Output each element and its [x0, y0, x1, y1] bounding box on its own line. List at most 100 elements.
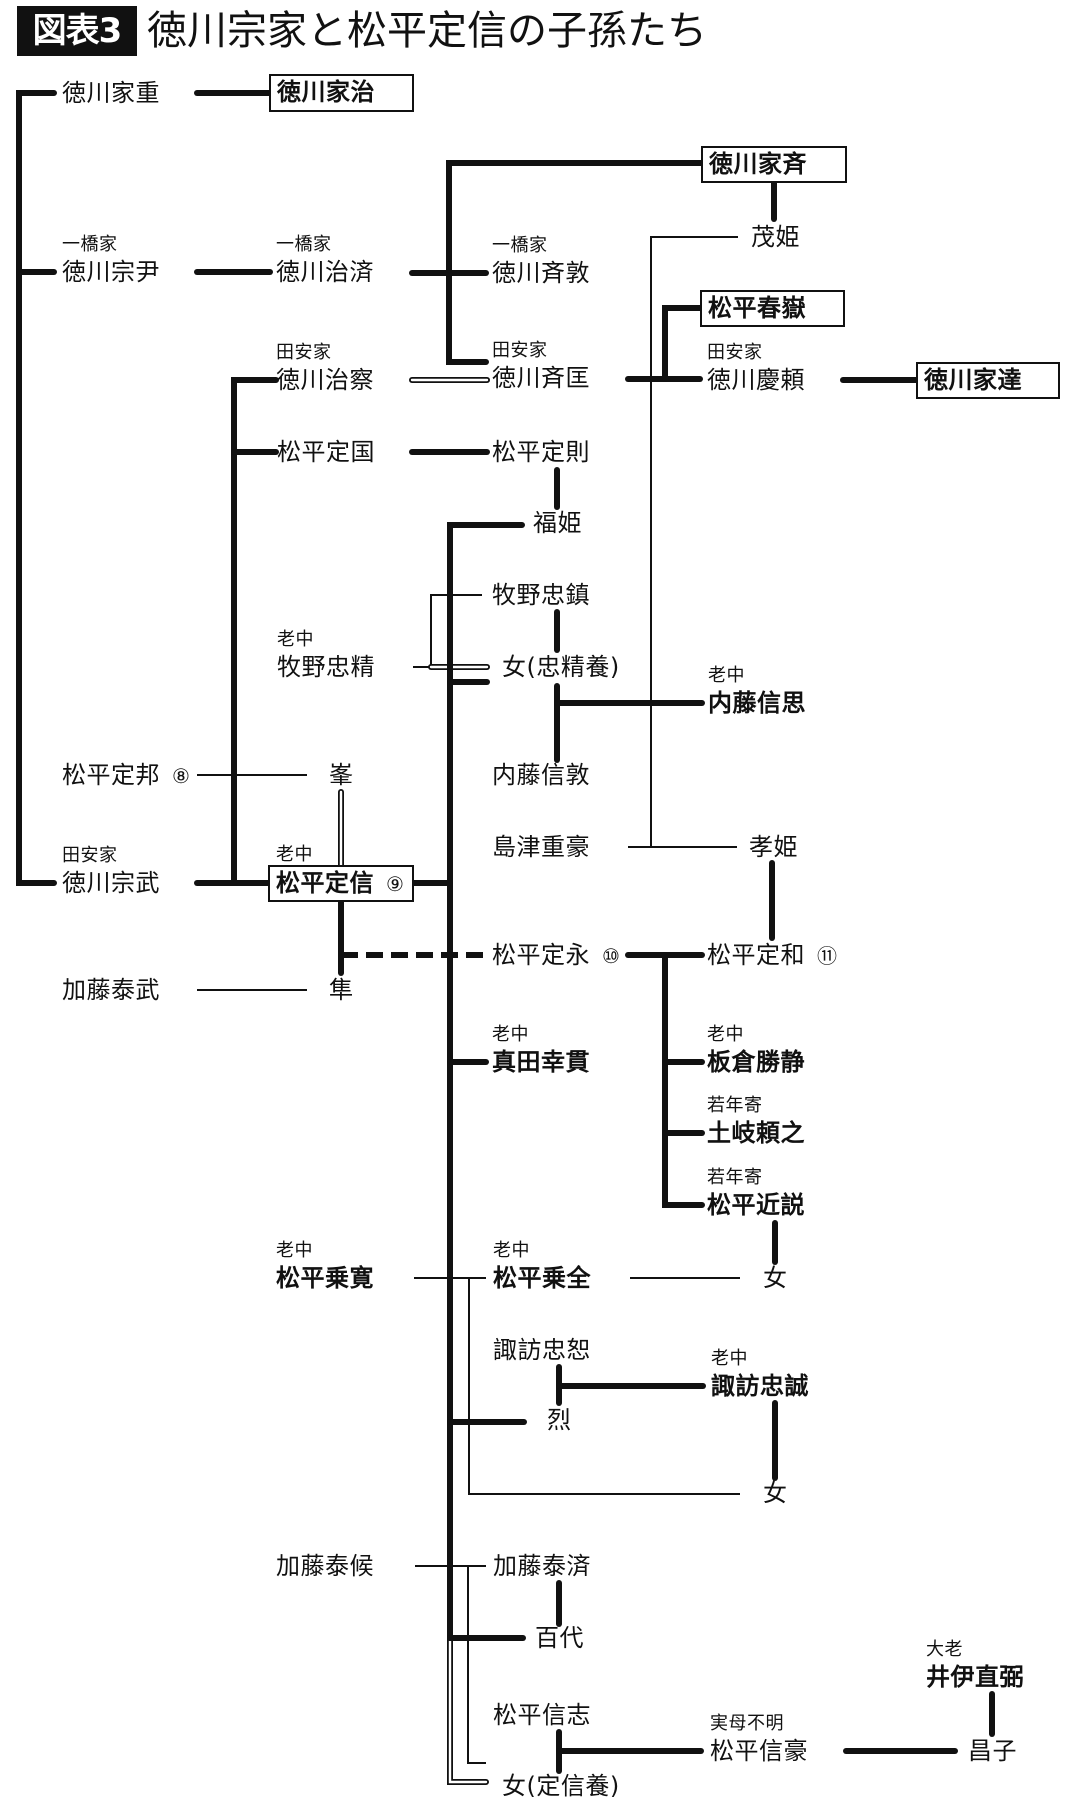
person-name-line: 松平定邦 ⑧ [62, 761, 190, 790]
person-tokugawa-harusada: 一橋家 徳川治済 [276, 235, 374, 287]
person-name: 徳川治察 [276, 366, 374, 394]
office-label: 老中 [707, 1024, 744, 1045]
office-label: 若年寄 [707, 1095, 763, 1116]
person-sanada-yukitsura: 老中 真田幸貫 [492, 1025, 590, 1077]
person-name: 隼 [329, 976, 354, 1004]
person-tokugawa-munetake: 田安家 徳川宗武 [62, 846, 160, 898]
succession-number: ⑧ [172, 764, 191, 788]
person-retsu: 烈 [547, 1406, 572, 1434]
thick-line-root-trunk [16, 90, 57, 886]
succession-number: ⑩ [602, 944, 621, 968]
person-onna-tadakiyo-adopted: 女(忠精養) [502, 653, 620, 681]
person-momoyo: 百代 [535, 1624, 584, 1652]
figure-number-badge: 図表3 [17, 6, 137, 56]
person-name: 加藤泰武 [62, 976, 160, 1004]
person-matsudaira-nobuyuki: 松平信志 [493, 1701, 591, 1729]
person-name: 峯 [329, 761, 354, 789]
person-naito-nobuatsu: 内藤信敦 [492, 761, 590, 789]
person-name-line: 松平定永 ⑩ [492, 941, 620, 970]
person-matsudaira-chikatoshi: 若年寄 松平近説 [707, 1168, 805, 1220]
person-kato-yasutada: 加藤泰済 [493, 1552, 591, 1580]
person-matsudaira-sadanori: 松平定則 [492, 438, 590, 466]
thick-line-munetake-children [231, 377, 279, 886]
person-name: 徳川家重 [62, 79, 160, 107]
person-mine: 峯 [329, 761, 354, 789]
succession-number: ⑨ [386, 872, 405, 896]
person-takahime: 孝姫 [749, 833, 798, 861]
person-tokugawa-narimasa: 田安家 徳川斉匡 [492, 341, 590, 393]
office-label: 大老 [926, 1639, 963, 1660]
note-label: 実母不明 [710, 1713, 784, 1734]
person-name: 松平春嶽 [708, 294, 806, 322]
thin-line-norihiro-onna [468, 1278, 740, 1495]
person-name: 女 [763, 1264, 788, 1292]
person-name: 諏訪忠誠 [711, 1372, 809, 1400]
person-name: 徳川家治 [277, 78, 375, 106]
person-name: 女(定信養) [502, 1772, 620, 1800]
office-label: 老中 [276, 1240, 313, 1261]
person-masako: 昌子 [968, 1737, 1017, 1765]
person-kato-yasutake: 加藤泰武 [62, 976, 160, 1004]
person-suwa-tadamichi: 諏訪忠恕 [493, 1336, 591, 1364]
person-tokugawa-nariatsu: 一橋家 徳川斉敦 [492, 236, 590, 288]
person-name: 百代 [535, 1624, 584, 1652]
person-name: 松平定邦 [62, 761, 160, 789]
person-onna-chikatoshi-daughter: 女 [763, 1264, 788, 1292]
person-name: 松平定則 [492, 438, 590, 466]
person-name: 徳川家斉 [709, 150, 807, 178]
person-name: 諏訪忠恕 [493, 1336, 591, 1364]
succession-number: ⑪ [817, 944, 838, 968]
person-name: 徳川家達 [924, 366, 1022, 394]
person-name: 加藤泰候 [276, 1552, 374, 1580]
person-hayabusa: 隼 [329, 976, 354, 1004]
person-name: 昌子 [968, 1737, 1017, 1765]
thin-line-tadakiyo-tadashige [430, 594, 482, 667]
person-name: 松平信志 [493, 1701, 591, 1729]
person-name: 女 [763, 1479, 788, 1507]
person-name: 松平乗全 [493, 1264, 591, 1292]
person-matsudaira-norihiro: 老中 松平乗寛 [276, 1241, 374, 1293]
person-onna-sadanobu-adopted: 女(定信養) [502, 1772, 620, 1800]
person-name: 徳川宗尹 [62, 258, 160, 286]
person-name: 牧野忠精 [277, 653, 375, 681]
person-name: 松平定永 [492, 941, 590, 969]
double-line-sadanobu-onna-yo [447, 1635, 489, 1785]
office-label: 老中 [492, 1024, 529, 1045]
person-name: 牧野忠鎮 [492, 581, 590, 609]
house-label: 一橋家 [276, 234, 332, 255]
person-tokugawa-haruaki: 田安家 徳川治察 [276, 343, 374, 395]
figure-title: 徳川宗家と松平定信の子孫たち [147, 8, 707, 54]
person-tokugawa-iesato-box: 徳川家達 [916, 362, 1060, 399]
person-matsudaira-shungaku-box: 松平春嶽 [700, 290, 845, 327]
office-label: 若年寄 [707, 1167, 763, 1188]
person-makino-tadashige: 牧野忠鎮 [492, 581, 590, 609]
person-ii-naosuke: 大老 井伊直弼 [926, 1640, 1024, 1692]
person-tokugawa-ienari-box: 徳川家斉 [701, 146, 847, 183]
person-onna-suwa-daughter: 女 [763, 1479, 788, 1507]
house-label: 田安家 [707, 342, 763, 363]
person-name: 島津重豪 [492, 833, 590, 861]
person-name: 徳川慶頼 [707, 366, 805, 394]
office-label: 老中 [493, 1240, 530, 1261]
person-shigehime: 茂姫 [751, 223, 800, 251]
thick-line-harusada-children [446, 160, 704, 365]
person-name: 松平乗寛 [276, 1264, 374, 1292]
person-name: 内藤信敦 [492, 761, 590, 789]
thin-line-shigehime-shimazu [650, 236, 738, 847]
person-name: 内藤信思 [708, 689, 806, 717]
thick-line-sadanobu-children-trunk [447, 522, 525, 1641]
person-name: 福姫 [533, 509, 582, 537]
person-matsudaira-nobutake: 実母不明 松平信豪 [710, 1714, 808, 1766]
person-name: 徳川宗武 [62, 869, 160, 897]
office-label: 老中 [708, 665, 745, 686]
house-label: 田安家 [276, 342, 332, 363]
person-matsudaira-sadakuni-8: 松平定邦 ⑧ [62, 761, 190, 790]
thick-line-sadanaga-children [662, 952, 705, 1208]
person-name: 徳川治済 [276, 258, 374, 286]
person-name: 烈 [547, 1406, 572, 1434]
